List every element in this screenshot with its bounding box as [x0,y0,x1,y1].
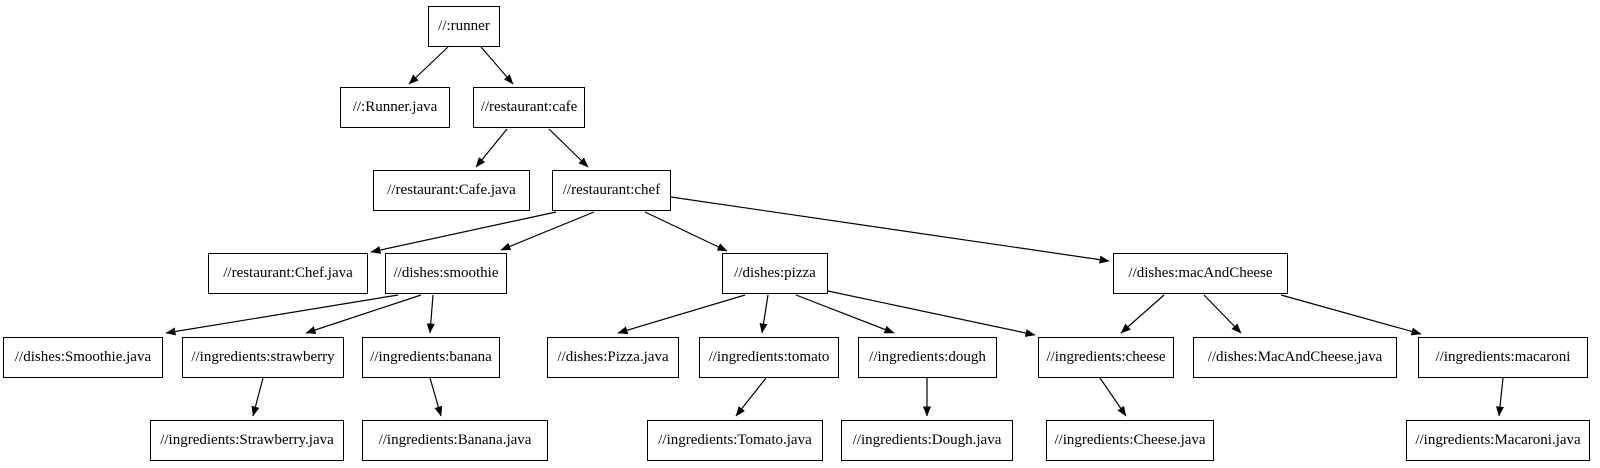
edge-chef-to-mac-and-cheese [670,196,1110,264]
edge-smoothie-to-smoothie-java [165,294,399,336]
edge-strawberry-to-strawberry-java [251,377,264,417]
edge-chef-to-pizza [644,211,728,252]
node-pizza-java: //dishes:Pizza.java [547,337,679,378]
node-cheese: //ingredients:cheese [1038,337,1174,378]
node-macaroni: //ingredients:macaroni [1418,337,1588,378]
node-chef: //restaurant:chef [552,170,671,211]
node-cafe-java: //restaurant:Cafe.java [373,170,530,211]
edge-chef-to-chef-java [370,211,557,254]
node-tomato-java: //ingredients:Tomato.java [647,420,823,461]
edge-mac-and-cheese-to-mac-and-cheese-java [1203,294,1242,334]
edge-macaroni-to-macaroni-java [1496,377,1504,417]
node-pizza: //dishes:pizza [722,253,828,294]
edge-chef-to-smoothie [500,211,595,251]
node-runner: //:runner [428,6,500,47]
node-banana-java: //ingredients:Banana.java [362,420,548,461]
edge-tomato-to-tomato-java [735,377,767,417]
edge-runner-to-runner-java [408,46,449,85]
node-mac-and-cheese-java: //dishes:MacAndCheese.java [1193,337,1397,378]
edge-banana-to-banana-java [429,377,443,417]
node-mac-and-cheese: //dishes:macAndCheese [1113,253,1288,294]
edge-mac-and-cheese-to-macaroni [1280,294,1422,336]
node-banana: //ingredients:banana [362,337,500,378]
edge-pizza-to-pizza-java [617,294,746,335]
node-strawberry: //ingredients:strawberry [182,337,344,378]
edge-cafe-to-cafe-java [475,128,508,168]
edge-pizza-to-cheese [827,290,1036,337]
edge-pizza-to-tomato [759,294,769,334]
edge-cheese-to-cheese-java [1099,377,1127,417]
node-dough: //ingredients:dough [858,337,997,378]
node-strawberry-java: //ingredients:Strawberry.java [150,420,344,461]
node-chef-java: //restaurant:Chef.java [208,253,368,294]
edge-runner-to-cafe [480,46,514,85]
edge-mac-and-cheese-to-cheese [1120,294,1165,334]
edge-pizza-to-dough [795,294,895,334]
node-tomato: //ingredients:tomato [699,337,839,378]
edge-cafe-to-chef [548,128,589,168]
node-cheese-java: //ingredients:Cheese.java [1046,420,1214,461]
node-smoothie: //dishes:smoothie [385,253,507,294]
edge-smoothie-to-banana [426,294,435,334]
node-smoothie-java: //dishes:Smoothie.java [3,337,163,378]
node-runner-java: //:Runner.java [340,87,450,128]
edge-smoothie-to-strawberry [305,294,422,334]
node-cafe: //restaurant:cafe [473,87,585,128]
node-macaroni-java: //ingredients:Macaroni.java [1406,420,1590,461]
node-dough-java: //ingredients:Dough.java [841,420,1013,461]
